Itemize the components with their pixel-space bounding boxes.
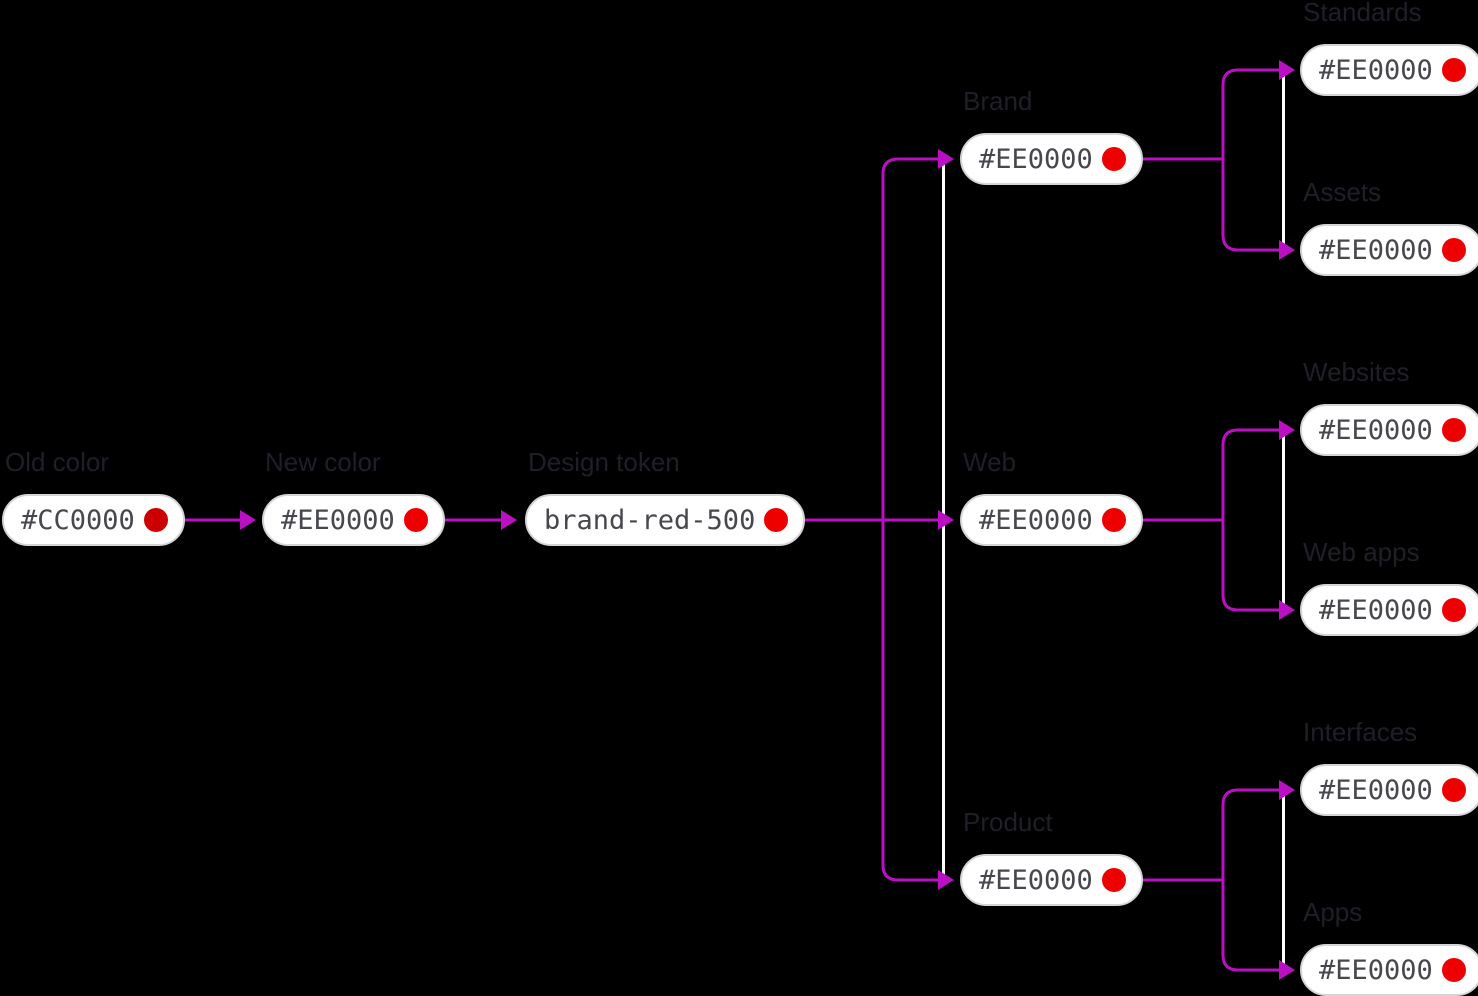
- node-product-pill: #EE0000: [960, 854, 1143, 906]
- node-web-pill: #EE0000: [960, 494, 1143, 546]
- node-old-color: Old color #CC0000: [2, 447, 185, 546]
- node-websites-label: Websites: [1303, 357, 1410, 387]
- node-web-apps: Web apps #EE0000: [1300, 537, 1478, 636]
- node-apps: Apps #EE0000: [1300, 897, 1478, 996]
- node-new-color: New color #EE0000: [262, 447, 445, 546]
- node-product-value: #EE0000: [979, 864, 1093, 896]
- color-dot: [764, 508, 789, 532]
- node-new-color-value: #EE0000: [281, 504, 395, 536]
- node-brand-pill: #EE0000: [960, 133, 1143, 185]
- color-dot: [1101, 508, 1126, 532]
- node-apps-value: #EE0000: [1319, 954, 1433, 986]
- node-apps-label: Apps: [1303, 897, 1363, 927]
- node-standards-pill: #EE0000: [1300, 44, 1478, 96]
- arrowhead-interfaces: [1279, 780, 1295, 800]
- arrowhead-new: [240, 510, 256, 530]
- bracket-web: [1221, 428, 1280, 612]
- node-web-apps-value: #EE0000: [1319, 594, 1433, 626]
- node-old-color-label: Old color: [5, 447, 110, 477]
- node-interfaces-value: #EE0000: [1319, 774, 1433, 806]
- node-standards-label: Standards: [1303, 0, 1422, 27]
- arrowhead-web: [938, 510, 954, 530]
- node-product-label: Product: [963, 807, 1053, 837]
- arrowhead-websites: [1279, 420, 1295, 440]
- color-dot: [403, 508, 428, 532]
- node-brand: Brand #EE0000: [960, 86, 1143, 185]
- arrowhead-web-apps: [1279, 600, 1295, 620]
- color-dot: [1441, 418, 1466, 442]
- node-interfaces-label: Interfaces: [1303, 717, 1418, 747]
- node-design-token-value: brand-red-500: [544, 504, 756, 536]
- node-assets: Assets #EE0000: [1300, 177, 1478, 276]
- node-old-color-pill: #CC0000: [2, 494, 185, 546]
- node-brand-value: #EE0000: [979, 143, 1093, 175]
- node-standards: Standards #EE0000: [1300, 0, 1478, 96]
- node-apps-pill: #EE0000: [1300, 944, 1478, 996]
- node-web-apps-pill: #EE0000: [1300, 584, 1478, 636]
- arrowhead-assets: [1279, 240, 1295, 260]
- arrowhead-brand: [938, 149, 954, 169]
- node-websites-value: #EE0000: [1319, 414, 1433, 446]
- node-assets-pill: #EE0000: [1300, 224, 1478, 276]
- color-dot: [1101, 147, 1126, 171]
- node-interfaces-pill: #EE0000: [1300, 764, 1478, 816]
- color-dot: [143, 508, 168, 532]
- bracket-brand: [1221, 68, 1280, 252]
- node-design-token-pill: brand-red-500: [525, 494, 806, 546]
- color-dot: [1441, 598, 1466, 622]
- arrowhead-product: [938, 870, 954, 890]
- node-assets-label: Assets: [1303, 177, 1382, 207]
- node-assets-value: #EE0000: [1319, 234, 1433, 266]
- node-design-token-label: Design token: [528, 447, 680, 477]
- arrowhead-token: [501, 510, 517, 530]
- node-web-value: #EE0000: [979, 504, 1093, 536]
- node-websites: Websites #EE0000: [1300, 357, 1478, 456]
- trunk-token-children: [881, 157, 939, 882]
- node-websites-pill: #EE0000: [1300, 404, 1478, 456]
- color-dot: [1441, 58, 1466, 82]
- node-new-color-pill: #EE0000: [262, 494, 445, 546]
- node-product: Product #EE0000: [960, 807, 1143, 906]
- arrowhead-standards: [1279, 60, 1295, 80]
- node-new-color-label: New color: [265, 447, 381, 477]
- node-web-label: Web: [963, 447, 1016, 477]
- node-web-apps-label: Web apps: [1303, 537, 1420, 567]
- node-interfaces: Interfaces #EE0000: [1300, 717, 1478, 816]
- color-dot: [1441, 238, 1466, 262]
- bracket-product: [1221, 788, 1280, 972]
- node-design-token: Design token brand-red-500: [525, 447, 806, 546]
- color-dot: [1441, 778, 1466, 802]
- arrowhead-apps: [1279, 960, 1295, 980]
- color-dot: [1101, 868, 1126, 892]
- node-standards-value: #EE0000: [1319, 54, 1433, 86]
- node-brand-label: Brand: [963, 86, 1033, 116]
- color-dot: [1441, 958, 1466, 982]
- node-old-color-value: #CC0000: [21, 504, 135, 536]
- node-web: Web #EE0000: [960, 447, 1143, 546]
